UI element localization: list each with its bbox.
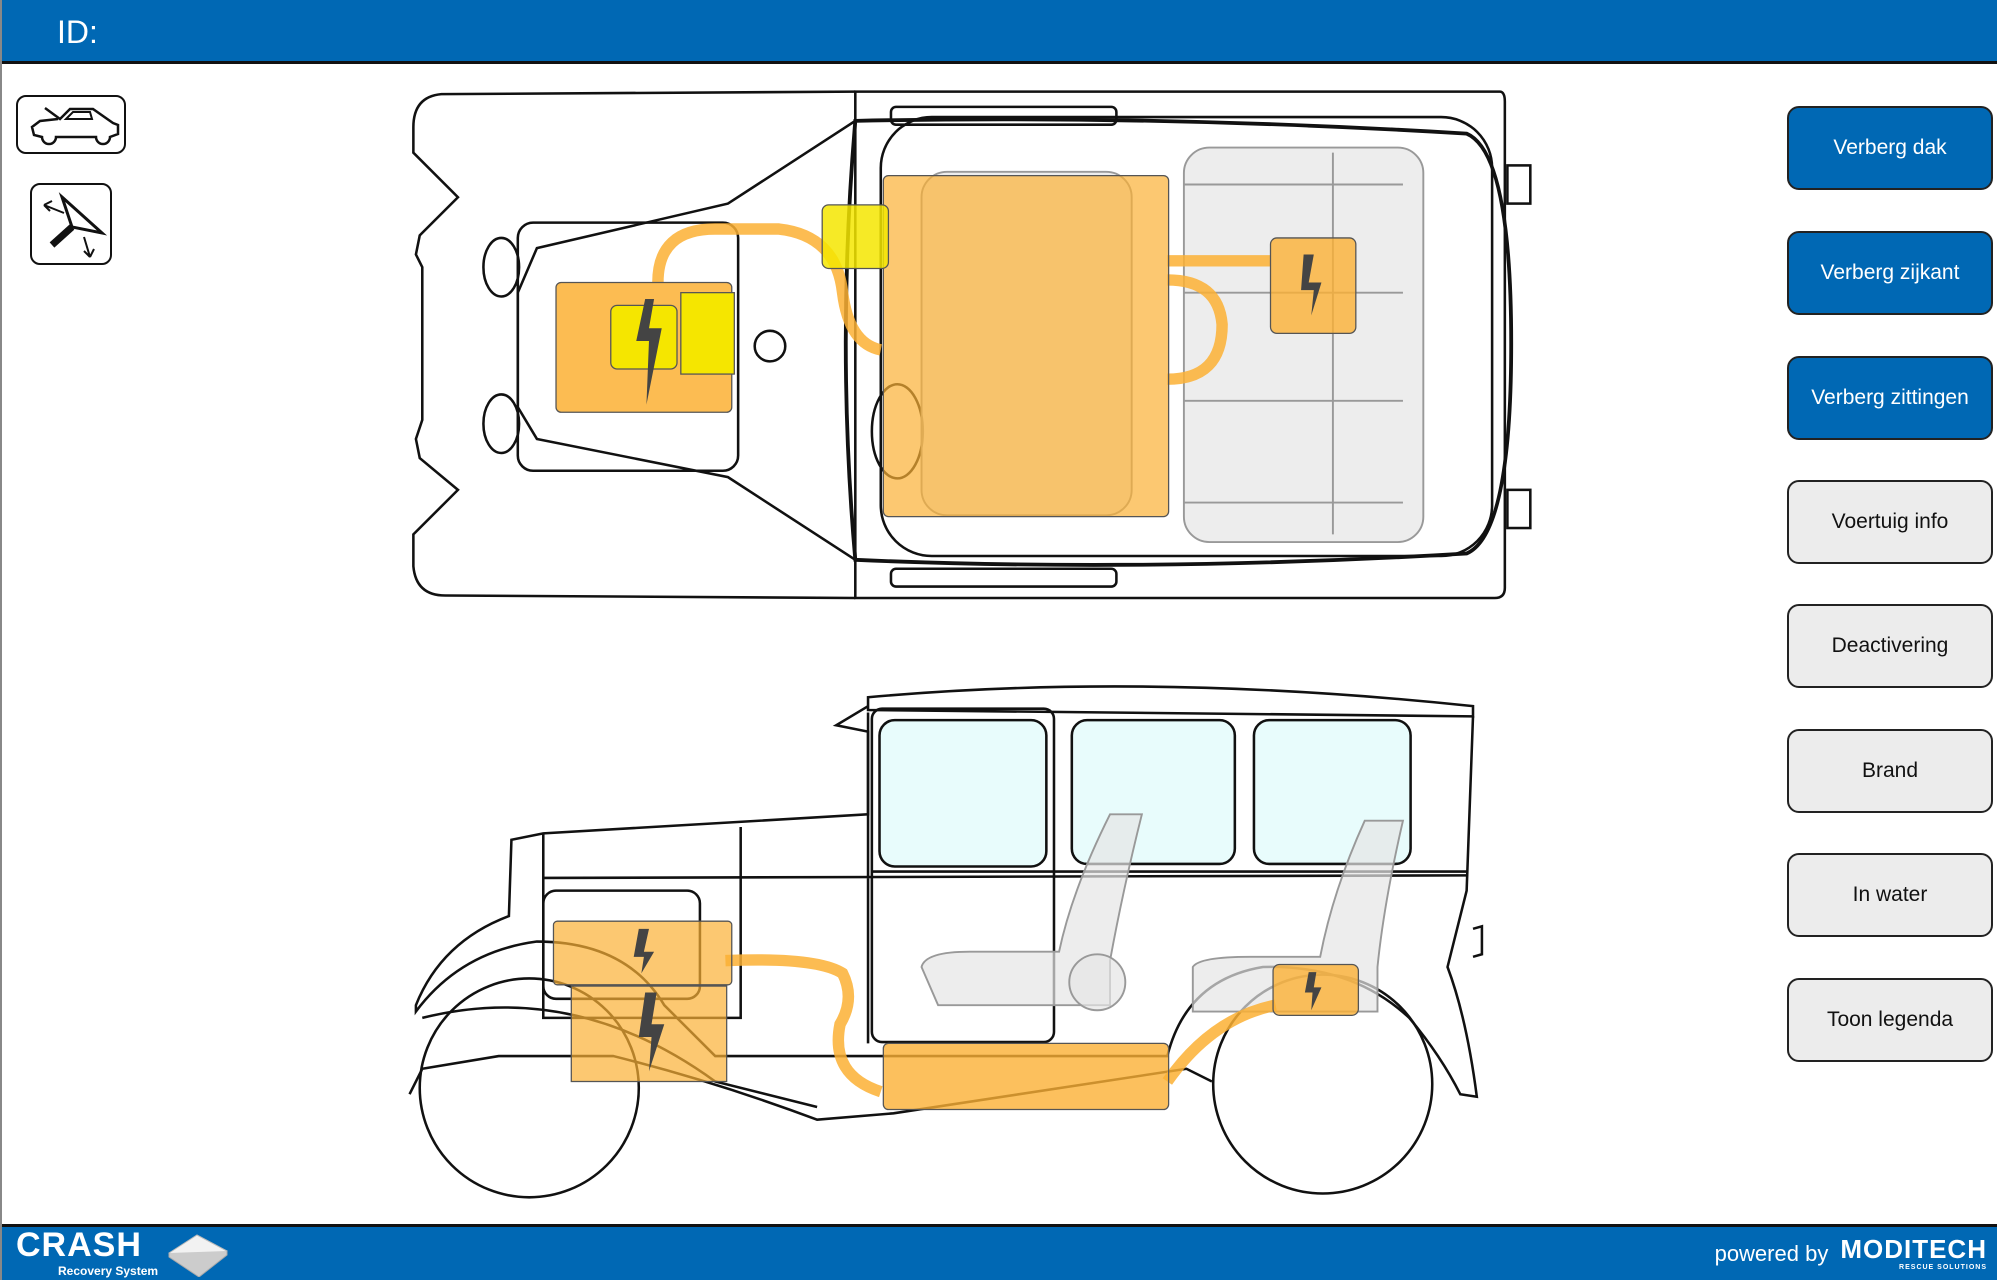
vehicle-id-label: ID: xyxy=(57,14,98,50)
vehicle-info-button[interactable]: Voertuig info xyxy=(1787,480,1993,564)
hide-side-button[interactable]: Verberg zijkant xyxy=(1787,231,1993,315)
car-hood-open-icon xyxy=(30,106,120,146)
high-voltage-icon xyxy=(633,928,655,974)
side-battery-pack xyxy=(882,1042,1170,1111)
cut-tool-icon xyxy=(43,192,108,258)
moditech-logo-block: MODITECH RESCUE SOLUTIONS xyxy=(1840,1235,1987,1273)
side-windows xyxy=(878,718,1412,868)
hood-view-button[interactable] xyxy=(16,95,126,154)
powered-by-block: powered by MODITECH RESCUE SOLUTIONS xyxy=(1715,1227,1987,1280)
cut-tool-button[interactable] xyxy=(30,183,112,265)
top-cutoff-switch xyxy=(821,204,890,270)
top-battery-wiring xyxy=(652,223,1271,385)
top-fuse-box xyxy=(680,292,735,375)
fire-button[interactable]: Brand xyxy=(1787,729,1993,813)
deactivation-button[interactable]: Deactivering xyxy=(1787,604,1993,688)
high-voltage-icon xyxy=(638,992,665,1072)
hide-seats-button[interactable]: Verberg zittingen xyxy=(1787,356,1993,440)
top-battery-pack xyxy=(882,174,1170,518)
show-legend-button[interactable]: Toon legenda xyxy=(1787,978,1993,1062)
top-view xyxy=(412,90,1532,600)
crash-logo: CRASH xyxy=(16,1226,142,1264)
crash-box-logo-icon xyxy=(168,1234,228,1277)
hide-roof-button[interactable]: Verberg dak xyxy=(1787,106,1993,190)
header-bar: ID: xyxy=(2,0,1997,64)
moditech-logo-subtitle: RESCUE SOLUTIONS xyxy=(1899,1263,1987,1271)
side-wiring xyxy=(725,954,1277,1098)
high-voltage-icon xyxy=(1304,972,1322,1011)
high-voltage-icon xyxy=(1301,254,1322,316)
powered-by-label: powered by xyxy=(1714,1240,1829,1266)
in-water-button[interactable]: In water xyxy=(1787,853,1993,937)
footer-bar: CRASH Recovery System powered by MODITEC… xyxy=(2,1224,1997,1280)
moditech-logo: MODITECH xyxy=(1840,1233,1987,1264)
crash-logo-subtitle: Recovery System xyxy=(58,1264,159,1278)
high-voltage-icon xyxy=(636,299,662,405)
